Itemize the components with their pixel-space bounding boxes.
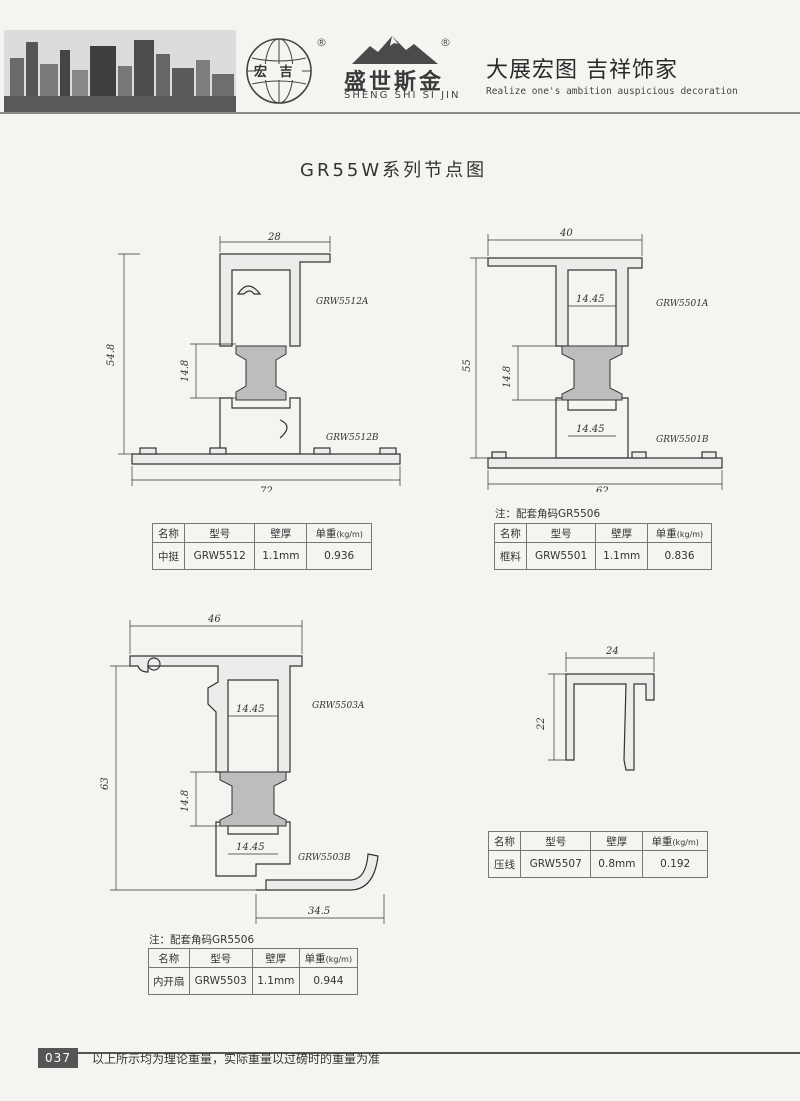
cell-name: 内开扇: [148, 967, 190, 995]
frame-dim-base: 62: [596, 486, 609, 492]
globe-logo-icon: [246, 38, 312, 104]
cell-thickness: 0.8mm: [590, 850, 644, 878]
header-thickness: 壁厚: [595, 523, 648, 543]
sash-dim-height: 63: [100, 777, 111, 790]
cell-name: 中挺: [151, 542, 186, 570]
mountain-logo-icon: [352, 36, 438, 64]
sash-note: 注：配套角码GR5506: [149, 934, 255, 946]
header-model: 型号: [184, 523, 256, 543]
footer-note: 以上所示均为理论重量，实际重量以过磅时的重量为准: [92, 1052, 381, 1066]
table-row: 框料 GRW5501 1.1mm 0.836: [494, 542, 713, 570]
frame-dim-height: 55: [462, 359, 473, 372]
table-row: 压线 GRW5507 0.8mm 0.192: [487, 850, 708, 878]
header-thickness: 壁厚: [254, 523, 308, 543]
table-header-row: 名称 型号 壁厚 单重(kg/m): [494, 523, 713, 543]
registered-mark-brand: ®: [440, 36, 451, 49]
slogan-cn: 大展宏图 吉祥饰家: [486, 58, 678, 83]
sash-section-drawing: 46 63 14.8 14.45 14.45 34.5 GRW5503A GRW…: [100, 614, 385, 924]
mullion-part-b: GRW5512B: [326, 433, 379, 443]
header-model: 型号: [188, 948, 253, 968]
brand-name-cn: 盛世斯金: [344, 69, 445, 95]
page-title: GR55W系列节点图: [300, 160, 488, 181]
bead-dim-height: 22: [536, 717, 547, 731]
header-weight: 单重(kg/m): [642, 831, 708, 851]
cell-name: 压线: [487, 850, 522, 878]
frame-spec-table: 名称 型号 壁厚 单重(kg/m) 框料 GRW5501 1.1mm 0.836: [494, 523, 713, 570]
header-thickness: 壁厚: [251, 948, 300, 968]
frame-dim-width: 40: [559, 228, 573, 239]
sash-part-b: GRW5503B: [298, 853, 351, 863]
cell-weight: 0.192: [642, 850, 708, 878]
frame-part-b: GRW5501B: [656, 435, 709, 445]
frame-note: 注：配套角码GR5506: [495, 508, 601, 520]
cell-model: GRW5507: [520, 850, 592, 878]
header-model: 型号: [520, 831, 592, 851]
mullion-dim-gap: 14.8: [180, 360, 191, 382]
sash-part-a: GRW5503A: [312, 701, 365, 711]
frame-part-a: GRW5501A: [656, 299, 709, 309]
mullion-spec-table: 名称 型号 壁厚 单重(kg/m) 中挺 GRW5512 1.1mm 0.936: [151, 523, 372, 570]
brand-name-en: SHENG SHI SI JIN: [344, 90, 461, 101]
header-model: 型号: [525, 523, 597, 543]
footer-divider: [38, 1052, 800, 1054]
sash-dim-base: 34.5: [308, 906, 330, 917]
header-name: 名称: [487, 831, 522, 851]
header-divider: [0, 112, 800, 114]
cell-thickness: 1.1mm: [595, 542, 648, 570]
mullion-section-drawing: 28 54.8 14.8 72 GRW5512A GRW5512B: [106, 232, 401, 492]
header-name: 名称: [148, 948, 190, 968]
sash-spec-table: 名称 型号 壁厚 单重(kg/m) 内开扇 GRW5503 1.1mm 0.94…: [148, 948, 359, 995]
cell-weight: 0.836: [646, 542, 713, 570]
cell-model: GRW5503: [188, 967, 253, 995]
registered-mark: ®: [316, 36, 327, 49]
header-name: 名称: [494, 523, 527, 543]
logo-text: 宏 吉: [254, 65, 297, 80]
bead-spec-table: 名称 型号 壁厚 单重(kg/m) 压线 GRW5507 0.8mm 0.192: [487, 831, 708, 878]
cell-thickness: 1.1mm: [251, 967, 300, 995]
frame-section-drawing: 40 55 14.8 14.45 14.45 62 GRW5501A GRW55…: [462, 228, 723, 492]
mullion-part-a: GRW5512A: [316, 297, 369, 307]
cell-weight: 0.944: [298, 967, 359, 995]
header-thickness: 壁厚: [590, 831, 644, 851]
mullion-dim-width: 28: [267, 232, 281, 243]
table-row: 内开扇 GRW5503 1.1mm 0.944: [148, 967, 359, 995]
cell-thickness: 1.1mm: [254, 542, 308, 570]
page-number: 037: [38, 1048, 78, 1068]
sash-dim-width: 46: [207, 614, 221, 625]
bead-dim-width: 24: [605, 646, 619, 657]
frame-dim-inner-b: 14.45: [576, 424, 605, 435]
table-header-row: 名称 型号 壁厚 单重(kg/m): [151, 523, 372, 543]
sash-dim-inner-a: 14.45: [236, 704, 265, 715]
bead-section-drawing: 24 22: [536, 646, 655, 771]
header-weight: 单重(kg/m): [298, 948, 359, 968]
cell-model: GRW5501: [525, 542, 597, 570]
cell-model: GRW5512: [184, 542, 256, 570]
sash-dim-gap: 14.8: [180, 790, 191, 812]
header-weight: 单重(kg/m): [306, 523, 372, 543]
slogan-en: Realize one's ambition auspicious decora…: [486, 86, 738, 97]
frame-dim-gap: 14.8: [502, 366, 513, 388]
header-weight: 单重(kg/m): [646, 523, 713, 543]
cell-weight: 0.936: [306, 542, 372, 570]
table-header-row: 名称 型号 壁厚 单重(kg/m): [487, 831, 708, 851]
table-row: 中挺 GRW5512 1.1mm 0.936: [151, 542, 372, 570]
table-header-row: 名称 型号 壁厚 单重(kg/m): [148, 948, 359, 968]
frame-dim-inner-a: 14.45: [576, 294, 605, 305]
cell-name: 框料: [494, 542, 527, 570]
mullion-dim-height: 54.8: [106, 344, 117, 366]
city-skyline-image: [4, 30, 236, 112]
sash-dim-inner-b: 14.45: [236, 842, 265, 853]
mullion-dim-base: 72: [260, 486, 273, 492]
header-name: 名称: [151, 523, 186, 543]
